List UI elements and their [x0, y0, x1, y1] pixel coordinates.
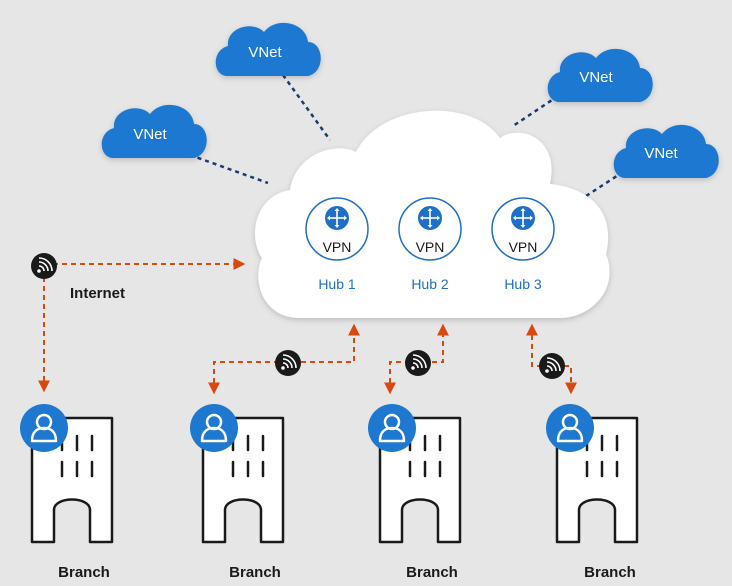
vnet-label-1: VNet: [133, 126, 167, 143]
internet-label: Internet: [70, 285, 125, 302]
branch-4-internet-link: [526, 323, 577, 395]
hub-1[interactable]: VPN Hub 1: [305, 197, 369, 292]
vnet-cloud-2[interactable]: VNet: [215, 22, 321, 77]
branch-4-label: Branch: [584, 564, 636, 581]
user-icon: [18, 402, 70, 454]
vnet-label-3: VNet: [579, 69, 613, 86]
wifi-icon: [274, 349, 302, 377]
user-icon: [366, 402, 418, 454]
vnet-cloud-4[interactable]: VNet: [613, 124, 719, 178]
vnet-link-3: [512, 94, 559, 128]
hub-1-name: Hub 1: [318, 276, 356, 292]
branch-2-label: Branch: [229, 564, 281, 581]
hub-1-vpn-label: VPN: [323, 239, 352, 255]
branch-1[interactable]: Branch: [18, 402, 114, 581]
hub-3-vpn-label: VPN: [509, 239, 538, 255]
hub-2-vpn-label: VPN: [416, 239, 445, 255]
vnet-label-4: VNet: [644, 145, 678, 162]
vnet-cloud-3[interactable]: VNet: [547, 48, 653, 102]
user-icon: [188, 402, 240, 454]
vnet-links: [189, 74, 624, 200]
wifi-icon: [538, 352, 566, 380]
branch-1-label: Branch: [58, 564, 110, 581]
user-icon: [544, 402, 596, 454]
vnet-cloud-1[interactable]: VNet: [101, 104, 207, 158]
wifi-icon: [30, 252, 58, 280]
branch-3-label: Branch: [406, 564, 458, 581]
branch-3[interactable]: Branch: [366, 402, 462, 581]
branch-4[interactable]: Branch: [544, 402, 639, 581]
vnet-label-2: VNet: [248, 44, 282, 61]
hub-2[interactable]: VPN Hub 2: [398, 197, 462, 292]
hub-2-name: Hub 2: [411, 276, 449, 292]
hub-3-name: Hub 3: [504, 276, 542, 292]
vnet-link-1: [189, 153, 269, 185]
vnet-link-4: [582, 170, 624, 200]
wifi-icon: [404, 349, 432, 377]
branch-2[interactable]: Branch: [188, 402, 285, 581]
vnet-link-2: [281, 74, 332, 141]
hub-3[interactable]: VPN Hub 3: [491, 197, 555, 292]
